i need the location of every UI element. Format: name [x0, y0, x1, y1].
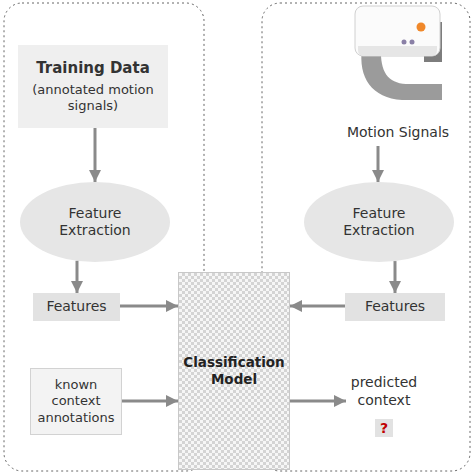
sensor-device [355, 6, 442, 100]
output-node: predicted context? [346, 374, 422, 444]
unknown-mark: ? [375, 419, 393, 437]
device-shade [358, 46, 437, 56]
device-led [410, 40, 415, 45]
flow-arrow [290, 305, 345, 308]
flow-arrow [290, 400, 346, 403]
device-button [417, 23, 426, 32]
flow-arrow [394, 261, 397, 293]
model-box: Classification Model [178, 272, 290, 470]
feature-label: Features [46, 298, 106, 316]
prediction-panel [262, 3, 470, 471]
data-box: Training Data (annotated motion signals) [18, 45, 168, 128]
ellipse-shape [304, 182, 454, 262]
flow-arrow [76, 261, 79, 293]
flow-arrow [122, 400, 178, 403]
process-ellipse: Feature Extraction [20, 182, 170, 262]
process-label: Feature Extraction [329, 205, 429, 240]
feature-box: Features [33, 293, 120, 321]
box-heading: Training Data [36, 59, 150, 78]
training-panel [4, 3, 204, 471]
device-led [402, 40, 407, 45]
annotation-box: known context annotations [30, 368, 122, 435]
flow-arrow [377, 146, 380, 182]
input-label-text: Motion Signals [347, 124, 449, 142]
box-subtext: (annotated motion signals) [30, 82, 156, 115]
model-label: Classification Model [179, 354, 289, 388]
input-label: Motion Signals [338, 120, 458, 146]
flow-arrow [120, 305, 178, 308]
feature-box: Features [345, 293, 445, 321]
flow-arrow [94, 128, 97, 182]
process-label: Feature Extraction [45, 205, 145, 240]
feature-label: Features [365, 298, 425, 316]
output-label: predicted context [346, 374, 422, 409]
device-body [355, 6, 440, 56]
process-ellipse: Feature Extraction [304, 182, 454, 262]
annotation-label: known context annotations [33, 377, 119, 426]
ellipse-shape [20, 182, 170, 262]
